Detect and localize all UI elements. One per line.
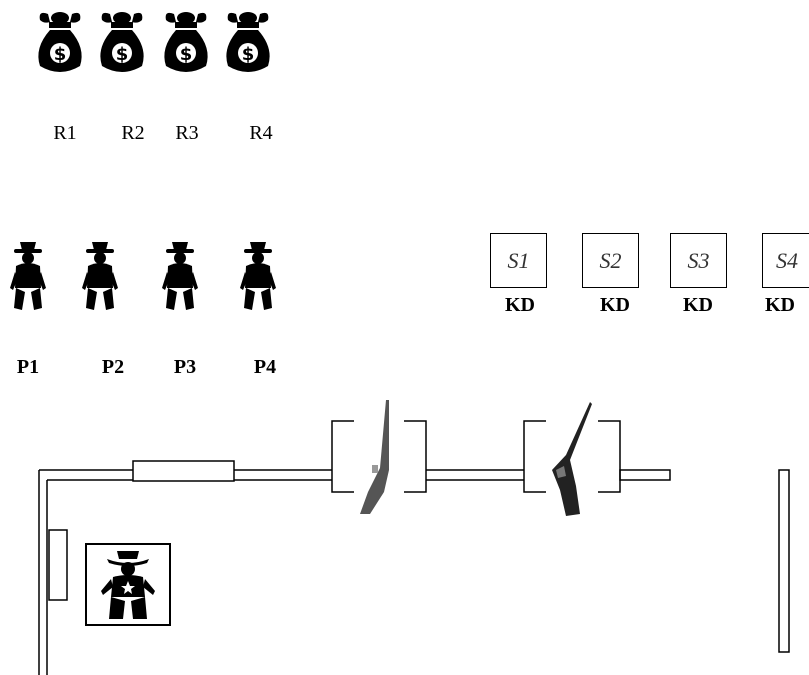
- slot-label-s2: S2: [599, 247, 622, 273]
- slot-box-s2: S2: [582, 233, 639, 288]
- sheriff-icon: [101, 551, 155, 619]
- slot-tag-kd-3: KD: [683, 294, 713, 316]
- slot-box-s4: S4: [762, 233, 809, 288]
- cowboy-figure-icon: [160, 236, 200, 314]
- money-bag-icon: $: [30, 8, 90, 78]
- slot-tag-kd-1: KD: [505, 294, 535, 316]
- rifle-icon: [552, 402, 592, 516]
- slot-label-s4: S4: [776, 247, 798, 273]
- slot-box-s3: S3: [670, 233, 727, 288]
- slot-tag-kd-4: KD: [765, 294, 795, 316]
- cowboy-figure-icon: [8, 236, 48, 314]
- slot-box-s1: S1: [490, 233, 547, 288]
- slot-label-s3: S3: [687, 247, 710, 273]
- bag-label-r2: R2: [121, 122, 145, 144]
- player-label-p2: P2: [101, 356, 125, 378]
- bracket-right-2: [598, 420, 621, 493]
- svg-text:$: $: [180, 44, 193, 65]
- top-wall-end: [619, 469, 671, 481]
- left-door: [48, 529, 68, 601]
- svg-text:$: $: [242, 44, 255, 65]
- money-bag-icon: $: [156, 8, 216, 78]
- sheriff-box: [85, 543, 171, 626]
- money-bag-icon: $: [218, 8, 278, 78]
- svg-text:$: $: [54, 44, 67, 65]
- cowboy-figure-icon: [238, 236, 278, 314]
- bracket-left-2: [523, 420, 546, 493]
- bag-label-r1: R1: [53, 122, 77, 144]
- bracket-right-1: [404, 420, 427, 493]
- bracket-left-1: [331, 420, 354, 493]
- right-wall-panel: [778, 469, 790, 653]
- top-window: [132, 460, 235, 482]
- slot-label-s1: S1: [507, 247, 530, 273]
- rifle-icon: [360, 400, 389, 514]
- slot-tag-kd-2: KD: [600, 294, 630, 316]
- bag-label-r3: R3: [175, 122, 199, 144]
- money-bag-icon: $: [92, 8, 152, 78]
- player-label-p3: P3: [173, 356, 197, 378]
- cowboy-figure-icon: [80, 236, 120, 314]
- player-label-p4: P4: [253, 356, 277, 378]
- bag-label-r4: R4: [249, 122, 273, 144]
- player-label-p1: P1: [16, 356, 40, 378]
- svg-text:$: $: [116, 44, 129, 65]
